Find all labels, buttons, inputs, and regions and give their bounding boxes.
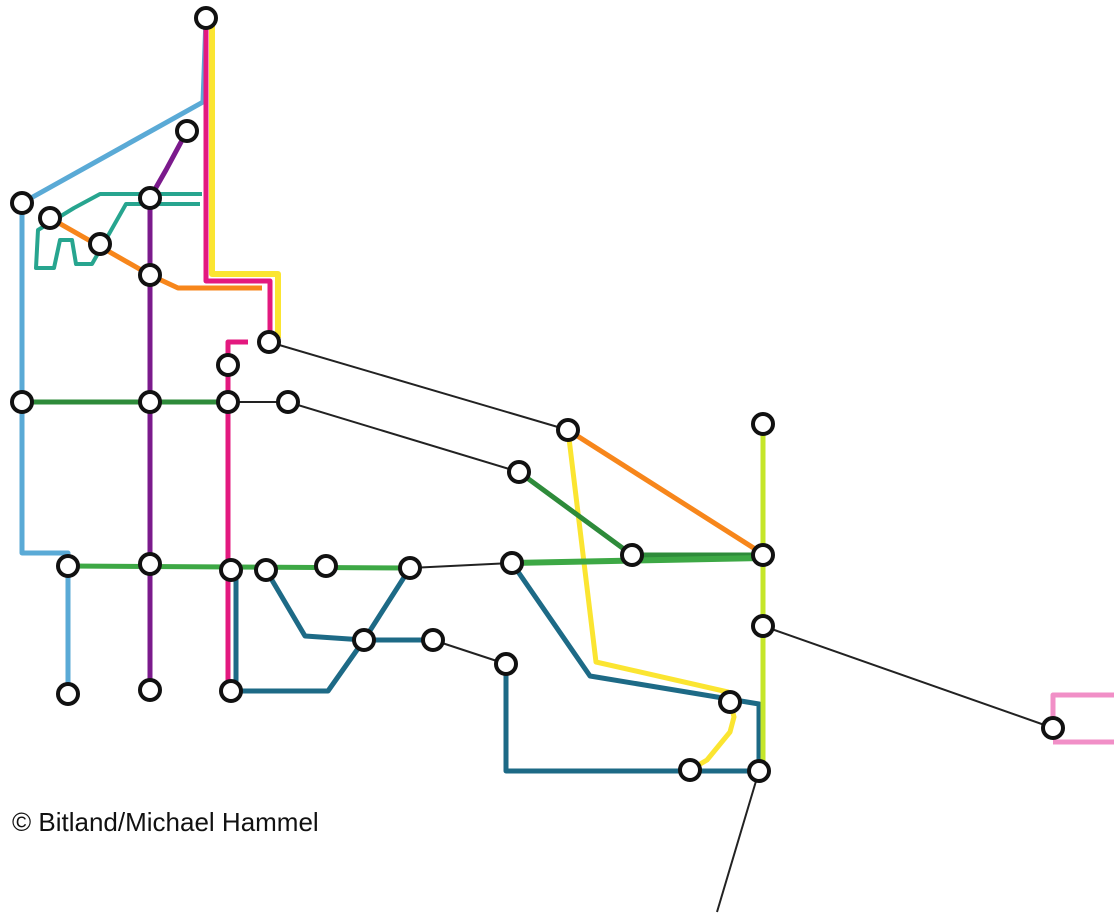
station: [194, 6, 218, 30]
connector-d: [432, 639, 507, 665]
station: [751, 614, 775, 638]
station: [507, 460, 531, 484]
connector-c: [409, 562, 513, 569]
station: [88, 232, 112, 256]
station: [718, 690, 742, 714]
copyright-notice: © Bitland/Michael Hammel: [12, 807, 319, 837]
station: [138, 552, 162, 576]
station: [276, 390, 300, 414]
station: [216, 353, 240, 377]
station: [747, 759, 771, 783]
connector-e: [762, 625, 1054, 729]
station: [138, 186, 162, 210]
stations: [10, 6, 1065, 783]
station: [398, 556, 422, 580]
line-yellow-south: [565, 429, 737, 773]
line-light-blue: [19, 17, 209, 694]
station: [138, 678, 162, 702]
station: [216, 390, 240, 414]
station: [175, 119, 199, 143]
connector-b: [228, 401, 520, 473]
line-petrol-south: [503, 561, 762, 774]
line-petrol-loop: [263, 568, 433, 643]
station: [219, 679, 243, 703]
station: [10, 191, 34, 215]
station: [257, 330, 281, 354]
station: [494, 652, 518, 676]
station: [38, 206, 62, 230]
station: [138, 390, 162, 414]
station: [620, 543, 644, 567]
station: [219, 558, 243, 582]
station: [56, 682, 80, 706]
line-green-east: [517, 469, 763, 558]
line-petrol: [233, 566, 413, 694]
station: [352, 628, 376, 652]
line-yellow: [209, 20, 281, 338]
connector-a: [268, 341, 569, 431]
station: [500, 551, 524, 575]
line-magenta: [203, 20, 273, 342]
line-orange-east: [566, 427, 765, 557]
station: [751, 543, 775, 567]
station: [138, 263, 162, 287]
station: [421, 628, 445, 652]
station: [10, 390, 34, 414]
station: [678, 758, 702, 782]
station: [1041, 716, 1065, 740]
station: [314, 554, 338, 578]
station: [751, 412, 775, 436]
connector-f: [716, 770, 760, 913]
station: [56, 554, 80, 578]
station: [254, 558, 278, 582]
connector-lines: [228, 341, 1054, 913]
line-purple: [147, 129, 190, 690]
station: [556, 418, 580, 442]
